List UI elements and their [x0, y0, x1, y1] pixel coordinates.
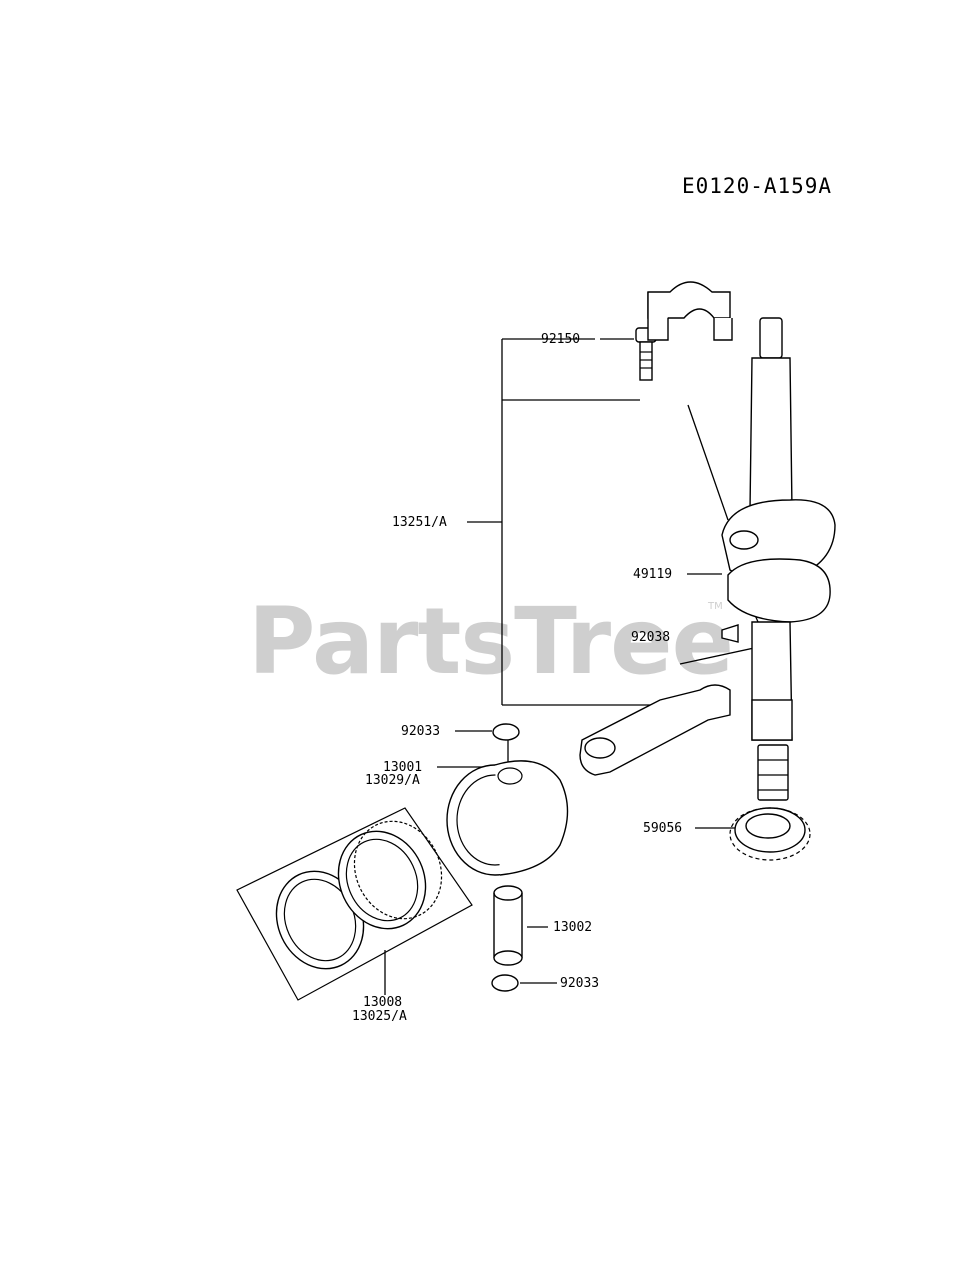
label-49119: 49119 — [633, 567, 673, 582]
crankshaft — [721, 317, 836, 801]
label-59056: 59056 — [643, 821, 683, 836]
label-13002: 13002 — [553, 920, 593, 935]
drawing-code: E0120-A159A — [682, 174, 833, 198]
label-92033-bottom: 92033 — [560, 976, 600, 991]
rod-cap — [647, 281, 733, 341]
ring-set — [236, 807, 473, 1001]
gear-59056 — [729, 807, 811, 861]
label-13001: 13001 — [383, 760, 423, 775]
label-92033-top: 92033 — [401, 724, 441, 739]
label-13029a: 13029/A — [365, 773, 420, 788]
piston-pin — [493, 885, 523, 966]
connecting-rod — [579, 684, 731, 776]
circlip-bottom — [491, 974, 519, 992]
label-13251a: 13251/A — [392, 515, 447, 530]
label-92038: 92038 — [631, 630, 671, 645]
piston — [446, 760, 569, 876]
circlip-top — [492, 723, 520, 741]
leader-lines — [384, 338, 769, 995]
label-13025a: 13025/A — [352, 1009, 407, 1024]
watermark-trademark: TM — [708, 601, 723, 612]
label-13008: 13008 — [363, 995, 403, 1010]
label-92150: 92150 — [541, 332, 581, 347]
watermark: PartsTree — [248, 588, 734, 695]
